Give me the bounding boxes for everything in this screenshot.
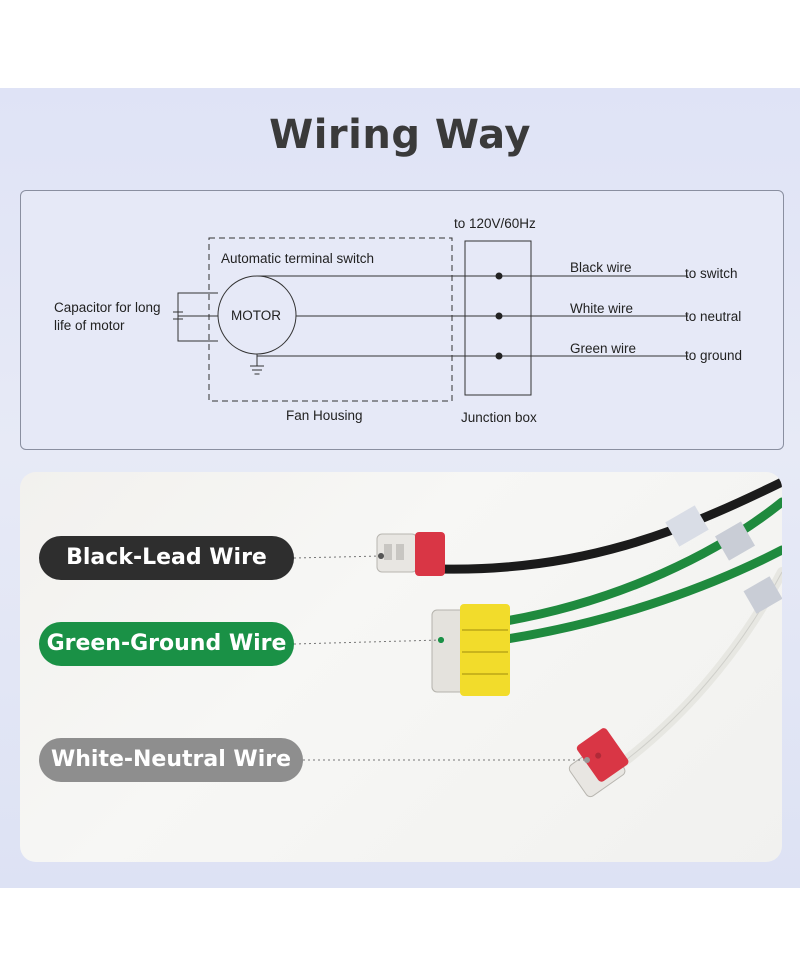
wire-sleeve bbox=[715, 521, 755, 561]
white-neutral-wire-label: White-Neutral Wire bbox=[39, 738, 303, 782]
junction-dot-black bbox=[495, 272, 503, 280]
green-leader-dot bbox=[438, 637, 444, 643]
wire-sleeve bbox=[665, 505, 709, 547]
green-ground-wire-label: Green-Ground Wire bbox=[39, 622, 294, 666]
green-wire-label: Green wire bbox=[570, 341, 636, 356]
green-wire-lower bbox=[495, 545, 782, 645]
green-wire-upper bbox=[495, 497, 782, 627]
motor-label: MOTOR bbox=[231, 308, 281, 323]
black-connector bbox=[376, 532, 445, 576]
switch-label: Automatic terminal switch bbox=[221, 251, 374, 266]
white-leader-dot bbox=[584, 757, 590, 763]
fan-housing-box bbox=[208, 237, 453, 402]
black-lead-wire-label: Black-Lead Wire bbox=[39, 536, 294, 580]
fan-housing-label: Fan Housing bbox=[286, 408, 363, 423]
wire-sleeve bbox=[743, 576, 782, 614]
capacitor-label-line2: life of motor bbox=[54, 318, 125, 333]
junction-dot-white bbox=[495, 312, 503, 320]
white-wire-label: White wire bbox=[570, 301, 633, 316]
green-leader-line bbox=[293, 639, 442, 645]
to-switch-label: to switch bbox=[685, 266, 738, 281]
junction-dot-green bbox=[495, 352, 503, 360]
ground-symbol bbox=[250, 356, 264, 375]
wiring-diagram: to 120V/60Hz Automatic terminal switch M… bbox=[54, 216, 742, 425]
junction-box-label: Junction box bbox=[461, 410, 537, 425]
page-title: Wiring Way bbox=[269, 112, 531, 158]
wire-connector-illustration bbox=[293, 477, 782, 798]
junction-box bbox=[464, 240, 532, 396]
wiring-diagram-panel: to 120V/60Hz Automatic terminal switch M… bbox=[20, 190, 784, 450]
white-connector bbox=[568, 728, 629, 798]
black-wire-label: Black wire bbox=[570, 260, 632, 275]
black-wire bbox=[435, 477, 782, 574]
green-connector bbox=[431, 604, 510, 696]
capacitor-label-line1: Capacitor for long bbox=[54, 300, 161, 315]
to-ground-label: to ground bbox=[685, 348, 742, 363]
supply-label: to 120V/60Hz bbox=[454, 216, 536, 231]
photo-panel: Black-Lead Wire Green-Ground Wire White-… bbox=[20, 472, 782, 862]
to-neutral-label: to neutral bbox=[685, 309, 741, 324]
black-leader-line bbox=[293, 555, 382, 559]
capacitor-symbol bbox=[173, 292, 218, 342]
black-leader-dot bbox=[378, 553, 384, 559]
